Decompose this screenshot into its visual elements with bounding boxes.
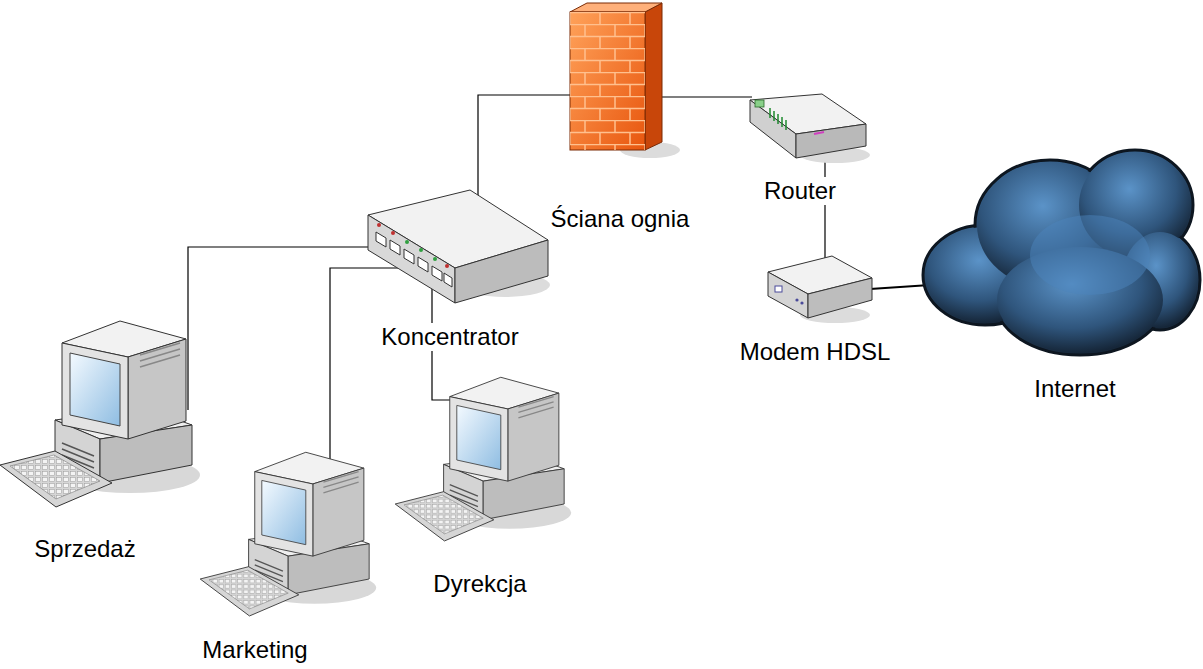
illustration-part <box>808 278 872 318</box>
hub-node: Koncentrator <box>360 185 552 355</box>
computer-icon <box>200 452 376 616</box>
firewall-node: Ściana ognia <box>540 0 720 240</box>
illustration-part <box>770 108 786 130</box>
network-cable <box>478 95 572 222</box>
cloud-node: Internet <box>915 140 1198 405</box>
illustration-part <box>405 240 409 244</box>
illustration-part <box>376 232 452 287</box>
illustration-part <box>645 3 662 150</box>
illustration-part <box>432 266 442 281</box>
device-label: Koncentrator <box>378 323 521 351</box>
device-label: Modem HDSL <box>737 338 894 366</box>
illustration-part <box>404 249 414 264</box>
illustration-part <box>768 272 808 318</box>
computer-node: Sprzedaż <box>0 315 195 565</box>
illustration-part <box>418 257 428 272</box>
illustration-part <box>570 3 662 12</box>
illustration-part <box>570 12 645 150</box>
internet-cloud <box>923 150 1200 355</box>
router-node: Router <box>745 85 870 205</box>
illustration-part <box>376 232 386 247</box>
illustration-part <box>419 248 423 252</box>
device-label: Ściana ognia <box>548 205 693 233</box>
illustration-part <box>368 215 455 303</box>
illustration-part <box>444 273 452 287</box>
illustration-part <box>814 132 824 134</box>
network-cable <box>660 96 752 97</box>
computer-node: Marketing <box>195 440 370 665</box>
illustration-part <box>775 286 782 292</box>
cloud-fill <box>925 152 1198 353</box>
firewall-icon <box>570 3 680 158</box>
computer-icon <box>0 321 200 507</box>
illustration-part <box>433 257 437 261</box>
network-cable <box>330 268 398 464</box>
network-cable <box>870 285 930 289</box>
illustration-part <box>445 264 449 268</box>
network-cable <box>188 247 372 410</box>
device-label: Router <box>761 177 839 205</box>
router-icon <box>750 94 870 163</box>
illustration-part <box>800 301 803 304</box>
illustration-part <box>377 223 449 268</box>
device-label: Marketing <box>199 636 310 664</box>
illustration-part <box>1030 215 1150 295</box>
hub-icon <box>368 190 550 303</box>
illustration-part <box>570 12 645 150</box>
illustration-part <box>795 298 798 301</box>
illustration-part <box>455 240 548 303</box>
device-label: Internet <box>1031 375 1118 403</box>
illustration-part <box>390 240 400 255</box>
computer-node: Dyrekcja <box>395 370 567 600</box>
illustration-part <box>377 223 381 227</box>
modem-icon <box>768 256 872 323</box>
illustration-part <box>391 231 395 235</box>
device-label: Dyrekcja <box>430 570 529 598</box>
illustration-part <box>755 100 764 107</box>
modem-node: Modem HDSL <box>750 250 893 370</box>
computer-icon <box>395 377 571 541</box>
illustration-part <box>796 124 866 158</box>
illustration-part <box>750 100 796 158</box>
device-label: Sprzedaż <box>31 535 138 563</box>
